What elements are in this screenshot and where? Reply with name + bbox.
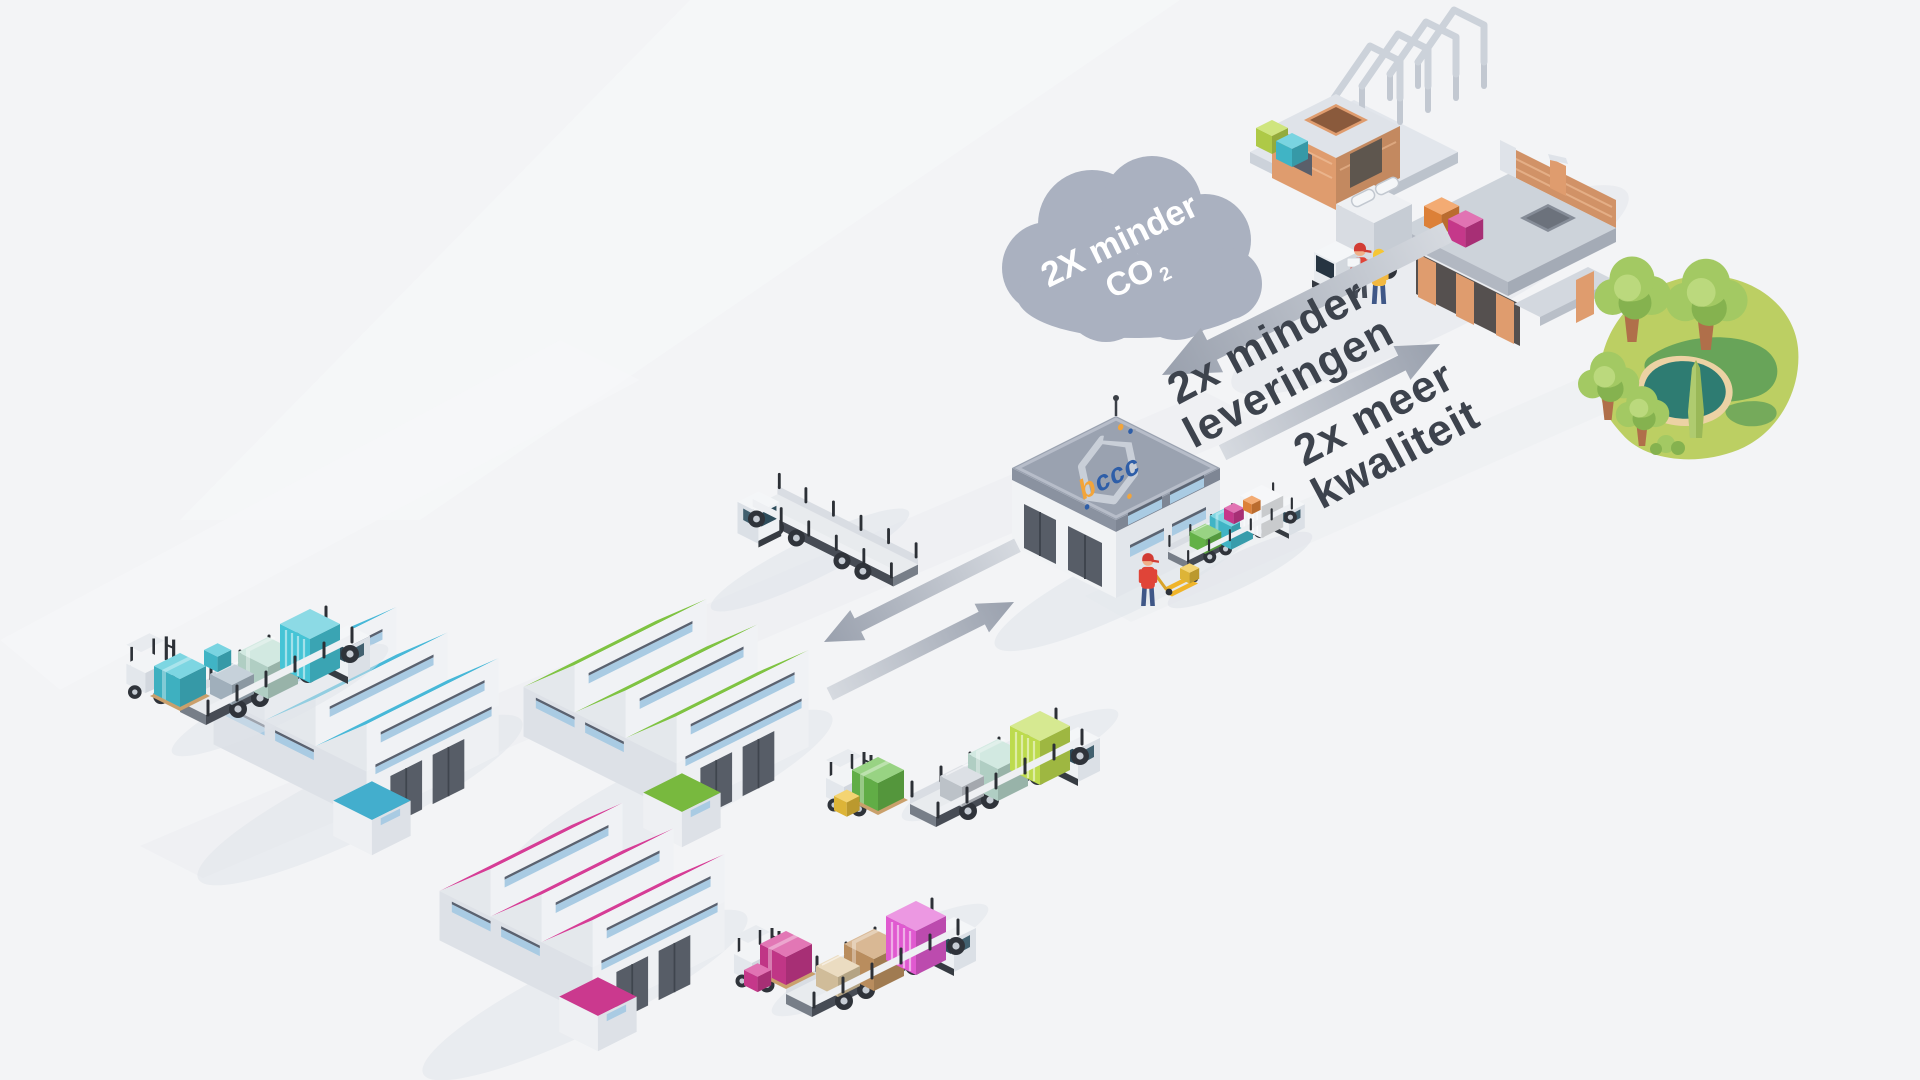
hub-truck: [1161, 483, 1313, 609]
construction-building-right: [1400, 140, 1616, 346]
park: [1578, 256, 1799, 460]
loading-pink: [732, 888, 989, 1033]
arrow-to-hub: [826, 602, 1014, 701]
hub-windows: [1128, 475, 1206, 557]
hub-roof: [1012, 416, 1220, 520]
bush: [1650, 435, 1685, 455]
co2-cloud: 2X minder CO2: [1002, 156, 1262, 342]
loading-green: [824, 693, 1119, 838]
cypress-tree: [1688, 360, 1704, 438]
factories: [197, 598, 833, 1080]
construction-building-left: [1250, 10, 1484, 215]
loading-blue: [124, 607, 389, 757]
hub-door: [1024, 504, 1102, 587]
antenna: [1113, 395, 1119, 401]
factory-blue: [197, 606, 523, 886]
parcel: [1346, 257, 1361, 268]
hub-logo: bccc: [1077, 423, 1142, 510]
construction-site: [1231, 10, 1629, 395]
factory-pink: [422, 802, 748, 1080]
empty-return-truck: [710, 474, 918, 612]
distribution-hub: bccc: [994, 395, 1313, 652]
